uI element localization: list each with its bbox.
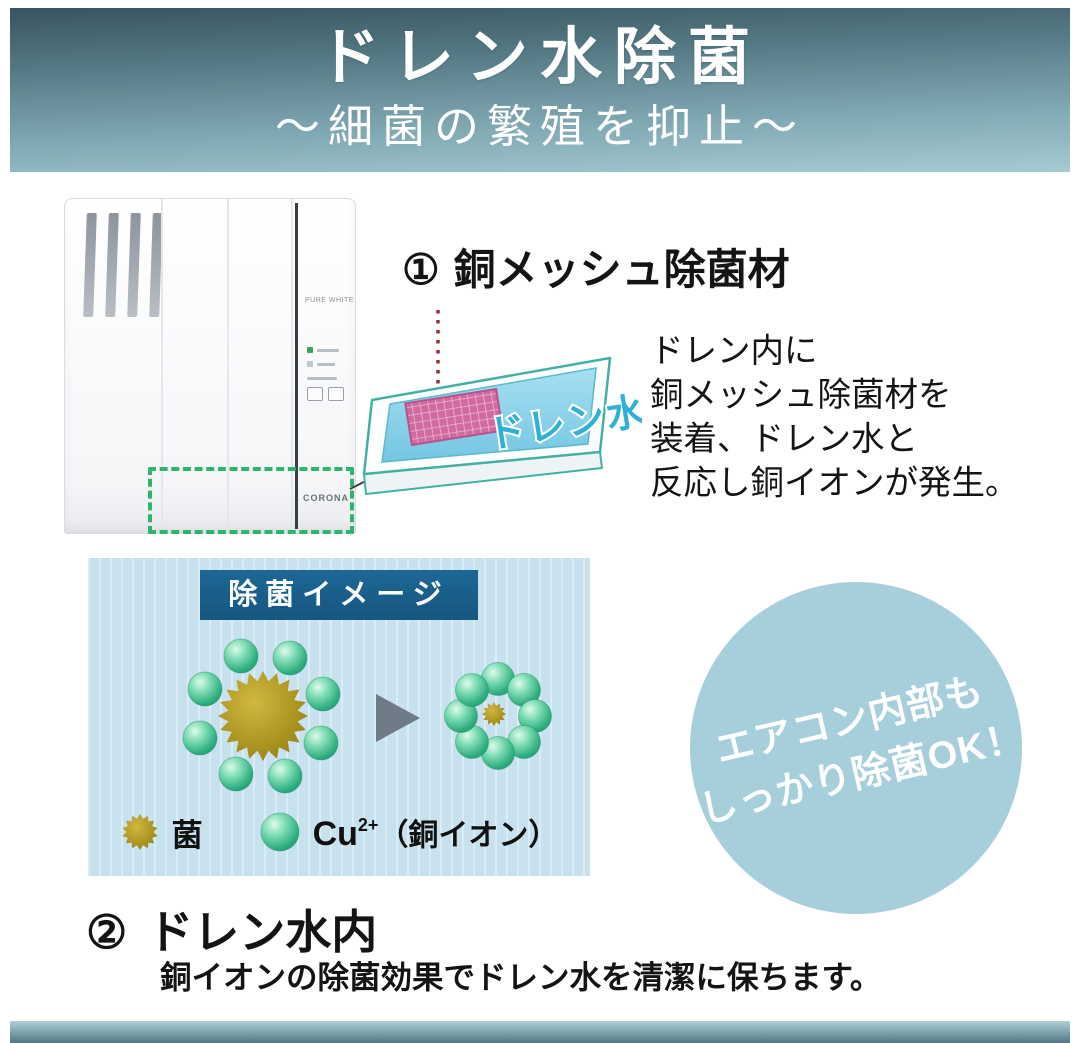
step2-number: ② — [86, 907, 128, 958]
panel-seam — [161, 199, 163, 529]
copper-ion-icon — [267, 758, 303, 794]
air-conditioner-photo: PURE WHITE CORONA — [64, 198, 356, 534]
badge-text: エアコン内部も しっかり除菌OK！ — [682, 657, 1030, 839]
control-panel: PURE WHITE CORONA — [303, 205, 354, 527]
diagram-title: 除菌イメージ — [200, 570, 478, 620]
copper-ion-icon — [303, 725, 339, 761]
diagram-legend: 菌 Cu2+（銅イオン） — [88, 808, 590, 856]
step2-heading: ② ドレン水内 — [86, 896, 377, 962]
sanitize-diagram-box: 除菌イメージ — [88, 558, 590, 876]
brand-label: CORONA — [303, 493, 349, 503]
bacteria-illustration — [182, 638, 552, 794]
ion-name: （銅イオン） — [378, 819, 559, 852]
copper-ion-icon — [218, 756, 254, 792]
unit-button — [307, 387, 323, 401]
copper-ion-formula: Cu2+（銅イオン） — [313, 810, 559, 854]
copper-ion-legend-icon — [260, 812, 300, 852]
badge-circle: エアコン内部も しっかり除菌OK！ — [690, 582, 1029, 914]
copper-ion-icon — [182, 720, 218, 756]
copper-ion-icon — [223, 638, 259, 674]
header-banner: ドレン水除菌 ～細菌の繁殖を抑止～ — [10, 8, 1070, 172]
panel-seam — [227, 199, 229, 529]
page-subtitle: ～細菌の繁殖を抑止～ — [274, 102, 805, 152]
bacteria-legend-label: 菌 — [171, 817, 203, 853]
copper-mesh — [404, 387, 504, 447]
copper-ion-icon — [187, 671, 223, 707]
step1-number: ① — [402, 248, 440, 294]
ion-symbol: Cu — [312, 815, 358, 853]
bottom-accent-bar — [10, 1021, 1070, 1043]
bacteria-small-icon — [482, 702, 506, 726]
vent-slat — [105, 213, 119, 317]
page-title: ドレン水除菌 — [317, 24, 762, 92]
vent-slat — [127, 213, 141, 317]
step1-heading-text: 銅メッシュ除菌材 — [453, 248, 790, 294]
model-label: PURE WHITE — [305, 297, 354, 304]
drain-area-highlight-box — [148, 467, 354, 534]
indicator-label-bar — [307, 376, 337, 380]
step1-heading: ① 銅メッシュ除菌材 — [402, 236, 790, 297]
indicator-label-bar — [317, 348, 339, 352]
bacteria-cluster-before — [182, 638, 341, 794]
indicator-led — [307, 361, 313, 367]
unit-buttons — [307, 387, 344, 401]
copper-ion-icon — [272, 640, 308, 676]
step1-description-line: 銅メッシュ除菌材を — [650, 377, 952, 414]
copper-ion-icon — [455, 673, 489, 707]
step1-description-line: ドレン内に — [650, 333, 818, 370]
panel-divider — [295, 203, 298, 529]
step2-description: 銅イオンの除菌効果でドレン水を清潔に保ちます。 — [160, 960, 882, 995]
step1-description-line: 装着、ドレン水と — [650, 421, 918, 458]
indicator-row — [307, 347, 339, 353]
ion-charge: 2+ — [357, 815, 379, 835]
indicator-label-bar — [317, 362, 335, 366]
indicator-row — [307, 375, 337, 381]
bacteria-icon — [218, 671, 308, 761]
bacteria-legend-icon — [122, 814, 158, 850]
step1-description: ドレン内に 銅メッシュ除菌材を 装着、ドレン水と 反応し銅イオンが発生。 — [650, 330, 1050, 506]
arrow-right-icon — [376, 694, 420, 742]
step2-heading-text: ドレン水内 — [147, 907, 378, 958]
copper-ion-icon — [305, 676, 341, 712]
step1-description-line: 反応し銅イオンが発生。 — [650, 465, 1019, 502]
indicator-row — [307, 361, 335, 367]
panel-seam — [291, 199, 293, 529]
vent-slat — [83, 213, 97, 317]
indicator-led — [307, 347, 313, 353]
bacteria-cluster-after — [444, 662, 552, 770]
drain-tray-illustration: ドレン水 — [362, 310, 642, 495]
unit-button — [328, 387, 344, 401]
vent-slats — [83, 213, 205, 317]
